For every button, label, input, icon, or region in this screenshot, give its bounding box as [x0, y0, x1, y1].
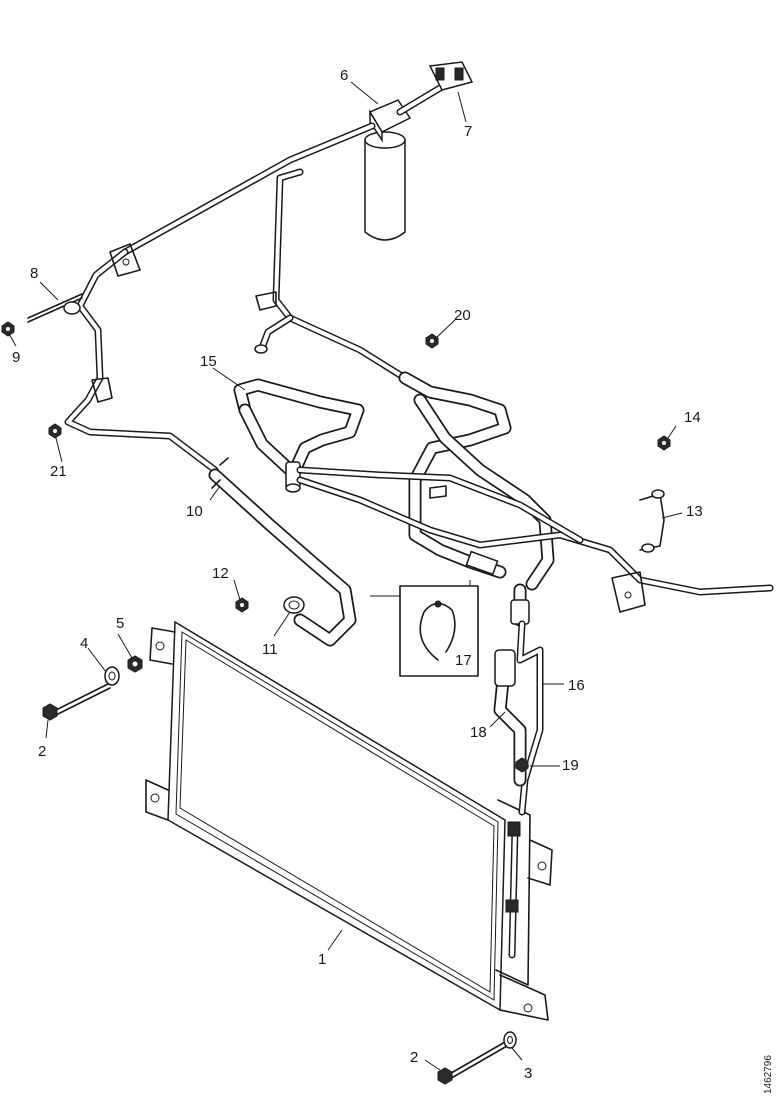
left-pipe-assembly — [27, 243, 357, 647]
callout-13: 13 — [686, 503, 703, 520]
reference-code: 1462796 — [763, 1055, 774, 1094]
receiver-drier — [364, 61, 474, 241]
callout-8: 8 — [30, 265, 38, 282]
fasteners — [1, 321, 671, 1085]
callout-5: 5 — [116, 615, 124, 632]
callout-16: 16 — [568, 677, 585, 694]
callout-7: 7 — [464, 123, 472, 140]
callout-20: 20 — [454, 307, 471, 324]
callout-2-left: 2 — [38, 743, 46, 760]
callout-12: 12 — [212, 565, 229, 582]
callout-10: 10 — [186, 503, 203, 520]
callout-21: 21 — [50, 463, 67, 480]
condenser — [145, 620, 553, 1021]
callout-18: 18 — [470, 724, 487, 741]
callout-3: 3 — [524, 1065, 532, 1082]
callout-labels: 6 7 8 9 21 20 15 10 14 13 12 11 17 5 4 2… — [12, 67, 703, 1082]
center-pipe-assembly — [296, 371, 774, 613]
detail-box-17 — [370, 580, 479, 677]
upper-pipes — [121, 122, 409, 382]
leader-lines — [8, 81, 683, 1071]
callout-14: 14 — [684, 409, 701, 426]
callout-11: 11 — [262, 641, 278, 658]
callout-1: 1 — [318, 951, 326, 968]
hose-assembly-15 — [233, 378, 365, 493]
callout-17: 17 — [455, 652, 472, 669]
callout-2-bottom: 2 — [410, 1049, 418, 1066]
callout-19: 19 — [562, 757, 579, 774]
clamp-11 — [283, 596, 305, 614]
pipes-16-18 — [493, 583, 544, 816]
callout-4: 4 — [80, 635, 88, 652]
callout-15: 15 — [200, 353, 217, 370]
callout-6: 6 — [340, 67, 348, 84]
callout-9: 9 — [12, 349, 20, 366]
